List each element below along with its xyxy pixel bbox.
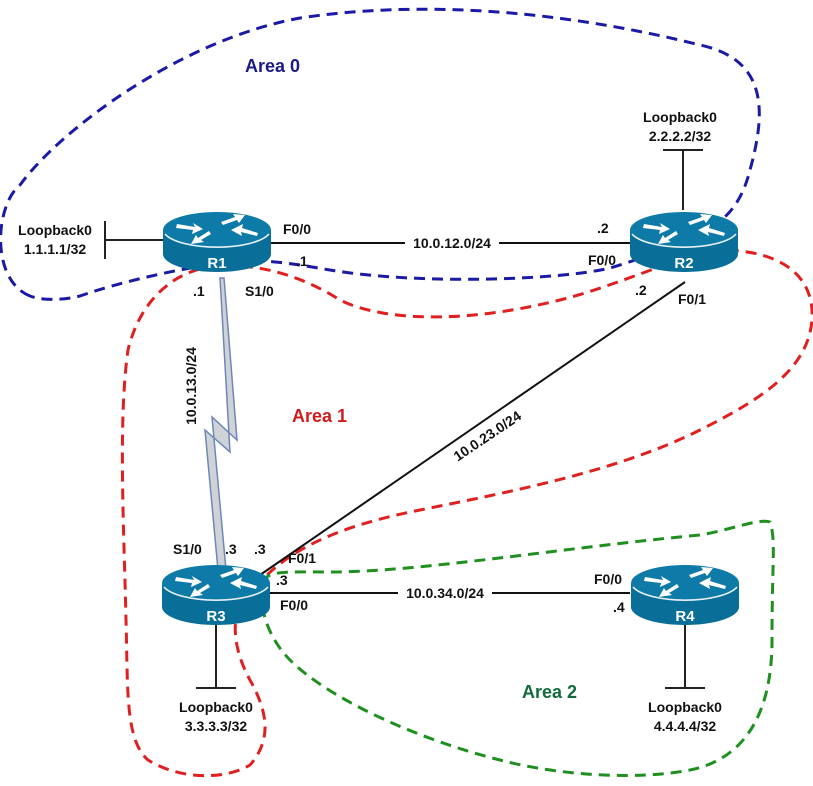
r3-s10-interface: S1/0 (173, 541, 202, 557)
r2-f01-host: .2 (635, 282, 647, 298)
r1-loopback-stub (104, 221, 165, 259)
subnet-r1-r3: 10.0.13.0/24 (183, 347, 199, 425)
router-r3[interactable]: R3 (161, 564, 271, 626)
r3-f00-interface: F0/0 (280, 597, 308, 613)
subnet-label-r1-r2: 10.0.12.0/24 (405, 233, 499, 251)
router-label: R4 (675, 608, 695, 625)
r3-f01-host: .3 (254, 541, 266, 557)
area0-label: Area 0 (245, 56, 300, 76)
link-r1-r3-serial (204, 277, 238, 571)
router-r1[interactable]: R1 (162, 211, 272, 273)
r3-s10-host: .3 (225, 541, 237, 557)
r1-s10-host: .1 (193, 283, 205, 299)
router-label: R1 (207, 255, 226, 272)
r4-loopback-name: Loopback0 (648, 699, 722, 715)
link-r2-r3 (259, 281, 686, 576)
r1-f00-host: .1 (296, 253, 308, 269)
subnet-r3-r4: 10.0.34.0/24 (406, 585, 484, 601)
r3-loopback-name: Loopback0 (179, 699, 253, 715)
r2-f01-interface: F0/1 (678, 291, 706, 307)
router-r4[interactable]: R4 (630, 564, 740, 626)
r3-f00-host: .3 (276, 572, 288, 588)
r3-loopback-address: 3.3.3.3/32 (185, 718, 247, 734)
r4-loopback-address: 4.4.4.4/32 (654, 718, 716, 734)
subnet-r1-r2: 10.0.12.0/24 (413, 235, 491, 251)
r4-loopback-stub (665, 625, 705, 689)
r2-f00-interface: F0/0 (588, 252, 616, 268)
r2-loopback-name: Loopback0 (643, 109, 717, 125)
r4-f00-host: .4 (613, 599, 625, 615)
router-label: R2 (674, 255, 693, 272)
r1-f00-interface: F0/0 (283, 221, 311, 237)
r2-loopback-stub (663, 149, 703, 210)
r3-f01-interface: F0/1 (288, 550, 316, 566)
r4-f00-interface: F0/0 (594, 571, 622, 587)
r1-loopback-address: 1.1.1.1/32 (24, 241, 86, 257)
r2-f00-host: .2 (597, 220, 609, 236)
r2-loopback-address: 2.2.2.2/32 (649, 128, 711, 144)
router-r2[interactable]: R2 (629, 211, 739, 273)
area1-label: Area 1 (292, 406, 347, 426)
area2-label: Area 2 (522, 682, 577, 702)
r1-loopback-name: Loopback0 (18, 222, 92, 238)
router-label: R3 (206, 608, 225, 625)
area2-boundary (259, 519, 775, 777)
subnet-label-r3-r4: 10.0.34.0/24 (398, 583, 492, 601)
r1-s10-interface: S1/0 (245, 283, 274, 299)
r3-loopback-stub (196, 625, 236, 689)
